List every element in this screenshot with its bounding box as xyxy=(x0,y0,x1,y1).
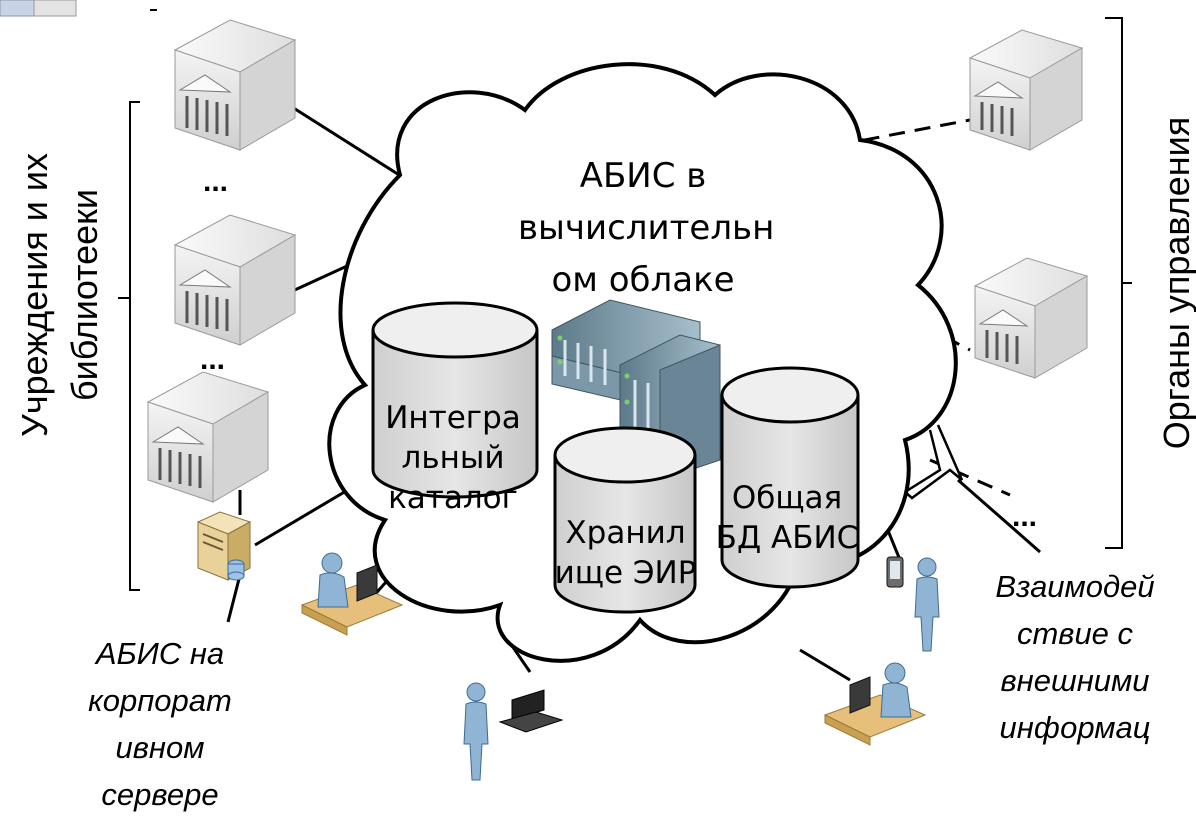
user-workstation-icon xyxy=(300,552,404,636)
interaction-caption: Взаимодей ствие с внешними информац xyxy=(995,569,1155,745)
db-catalog-label: Интегра льный каталог xyxy=(385,400,521,516)
left-bracket xyxy=(118,101,140,591)
left-dots-1: ... xyxy=(203,165,229,198)
link-device xyxy=(885,527,902,561)
db-storage-shape xyxy=(553,426,697,614)
corporate-server-icon xyxy=(196,511,252,581)
lightning-icon xyxy=(902,424,964,500)
institution-building-icon xyxy=(146,371,270,503)
toolbar-fragment xyxy=(0,0,77,17)
institution-building-icon xyxy=(173,19,297,151)
link-interaction-caption xyxy=(957,478,1041,554)
link-server-caption xyxy=(226,574,242,623)
mobile-user-icon xyxy=(886,556,940,652)
left-dots-2: ... xyxy=(200,343,226,376)
server-rack-icon xyxy=(551,299,721,481)
government-building-icon xyxy=(973,257,1089,379)
institution-building-icon xyxy=(173,214,297,346)
link-ws2 xyxy=(799,648,851,682)
db-common-label: Общая БД АБИС xyxy=(715,480,859,556)
db-storage-label: Хранил ище ЭИР xyxy=(554,515,697,591)
right-bracket xyxy=(1105,17,1132,549)
corporate-server-caption: АБИС на корпорат ивном сервере xyxy=(88,636,232,812)
db-common-shape xyxy=(720,366,860,589)
right-dots: ... xyxy=(1012,500,1038,533)
right-group-label: Органы управления xyxy=(1156,116,1196,450)
link-org1 xyxy=(837,118,971,147)
user-workstation-icon xyxy=(823,662,927,746)
left-group-label: Учреждения и их библиотееки xyxy=(14,152,105,438)
laptop-user-icon xyxy=(463,682,564,781)
db-catalog-shape xyxy=(371,301,539,499)
cloud-title: АБИС в вычислительн ом облаке xyxy=(518,156,775,300)
government-building-icon xyxy=(968,29,1084,151)
